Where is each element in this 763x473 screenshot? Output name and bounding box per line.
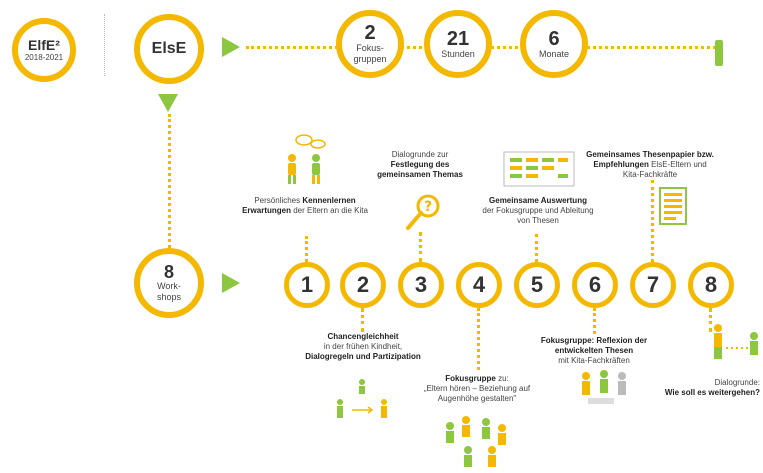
note-text: zu:	[495, 374, 509, 383]
note-text: Dialogrunde:	[714, 378, 760, 387]
connector-4	[477, 308, 480, 370]
else-circle: ElsE	[134, 14, 204, 84]
step-7: 7	[630, 262, 676, 308]
note-text: der Fokusgruppe und Ableitung von Thesen	[482, 206, 594, 225]
group-discussion-icon	[446, 416, 506, 467]
step-3: 3	[398, 262, 444, 308]
note-text: Persönliches	[254, 196, 303, 205]
connector-7	[651, 180, 654, 262]
magnifier-icon: ?	[406, 194, 440, 230]
step-5: 5	[514, 262, 560, 308]
step-6: 6	[572, 262, 618, 308]
board-icon	[503, 151, 575, 187]
people-reflecting-icon	[582, 370, 626, 404]
stat-label: Monate	[538, 48, 570, 59]
note-3: Dialogrunde zur Festlegung des gemeinsam…	[372, 150, 468, 180]
arrow-right-icon	[222, 273, 240, 293]
note-text: Dialogrunde zur	[391, 150, 449, 159]
note-8: Dialogrunde: Wie soll es weitergehen?	[650, 378, 760, 398]
people-next-steps-icon	[714, 324, 758, 359]
stat-label: Stunden	[441, 48, 475, 59]
elfe-years: 2018-2021	[24, 52, 64, 62]
note-bold: Fokusgruppe: Reflexion der entwickelten …	[540, 336, 648, 355]
note-bold: Festlegung des gemeinsamen Themas	[377, 160, 463, 179]
note-bold: Fokusgruppe	[445, 374, 496, 383]
note-text: der Eltern an die Kita	[290, 206, 368, 215]
connector-5	[535, 234, 538, 262]
stat-monate: 6 Monate	[520, 10, 588, 78]
note-text: ElsE-Eltern und Kita-Fachkräfte	[622, 160, 707, 179]
elfe-circle: ElfE² 2018-2021	[12, 18, 76, 82]
workshops-value: 8	[163, 262, 174, 282]
step-1: 1	[284, 262, 330, 308]
else-title: ElsE	[151, 40, 187, 57]
step-8: 8	[688, 262, 734, 308]
note-5: Gemeinsame Auswertung der Fokusgruppe un…	[478, 196, 598, 226]
divider	[104, 14, 105, 76]
arrow-down-icon	[158, 94, 178, 112]
connector-2	[361, 308, 364, 332]
note-text: in der frühen Kindheit,	[323, 342, 403, 351]
note-7: Gemeinsames Thesenpapier bzw. Empfehlung…	[586, 150, 714, 180]
arrow-right-icon	[222, 37, 240, 57]
workshops-circle: 8 Work-shops	[134, 248, 204, 318]
workshops-label: Work-shops	[156, 281, 182, 302]
connector-8	[709, 308, 712, 332]
step-4: 4	[456, 262, 502, 308]
step-2: 2	[340, 262, 386, 308]
step-number: 3	[414, 272, 428, 297]
note-1: Persönliches Kennenlernen Erwartungen de…	[240, 196, 370, 216]
people-arrows-icon	[337, 379, 387, 418]
step-number: 7	[646, 272, 660, 297]
note-4: Fokusgruppe zu: „Eltern hören – Beziehun…	[412, 374, 542, 404]
connector-1	[305, 236, 308, 262]
stat-fokusgruppen: 2 Fokus-gruppen	[336, 10, 404, 78]
stat-value: 21	[446, 27, 470, 50]
note-bold: Gemeinsames Thesenpapier bzw. Empfehlung…	[586, 150, 714, 169]
note-text: mit Kita-Fachkräften	[558, 356, 630, 365]
stat-value: 2	[364, 22, 376, 44]
connector-6	[593, 308, 596, 334]
document-icon	[659, 187, 687, 225]
timeline-end-marker	[715, 40, 723, 66]
note-bold: Chancengleichheit	[327, 332, 399, 341]
stat-stunden: 21 Stunden	[424, 10, 492, 78]
stat-value: 6	[548, 27, 560, 50]
elfe-title: ElfE²	[28, 36, 60, 53]
step-number: 2	[356, 272, 370, 297]
note-bold: Dialogregeln und Partizipation	[305, 352, 421, 361]
timeline-vertical	[168, 114, 171, 248]
svg-text:?: ?	[424, 199, 432, 215]
step-number: 8	[704, 272, 718, 297]
people-talking-icon	[288, 134, 326, 184]
step-number: 1	[300, 272, 314, 297]
note-bold: Gemeinsame Auswertung	[489, 196, 587, 205]
connector-3	[419, 232, 422, 262]
stat-label: Fokus-gruppen	[353, 43, 387, 64]
note-2: Chancengleichheit in der frühen Kindheit…	[296, 332, 430, 362]
note-bold: Erwartungen	[242, 206, 291, 215]
step-number: 4	[472, 272, 486, 297]
note-6: Fokusgruppe: Reflexion der entwickelten …	[540, 336, 648, 366]
step-number: 6	[588, 272, 602, 297]
note-bold: Kennenlernen	[302, 196, 356, 205]
step-number: 5	[530, 272, 544, 297]
note-text: „Eltern hören – Beziehung auf Augenhöhe …	[423, 384, 531, 403]
note-bold: Wie soll es weitergehen?	[664, 388, 760, 397]
